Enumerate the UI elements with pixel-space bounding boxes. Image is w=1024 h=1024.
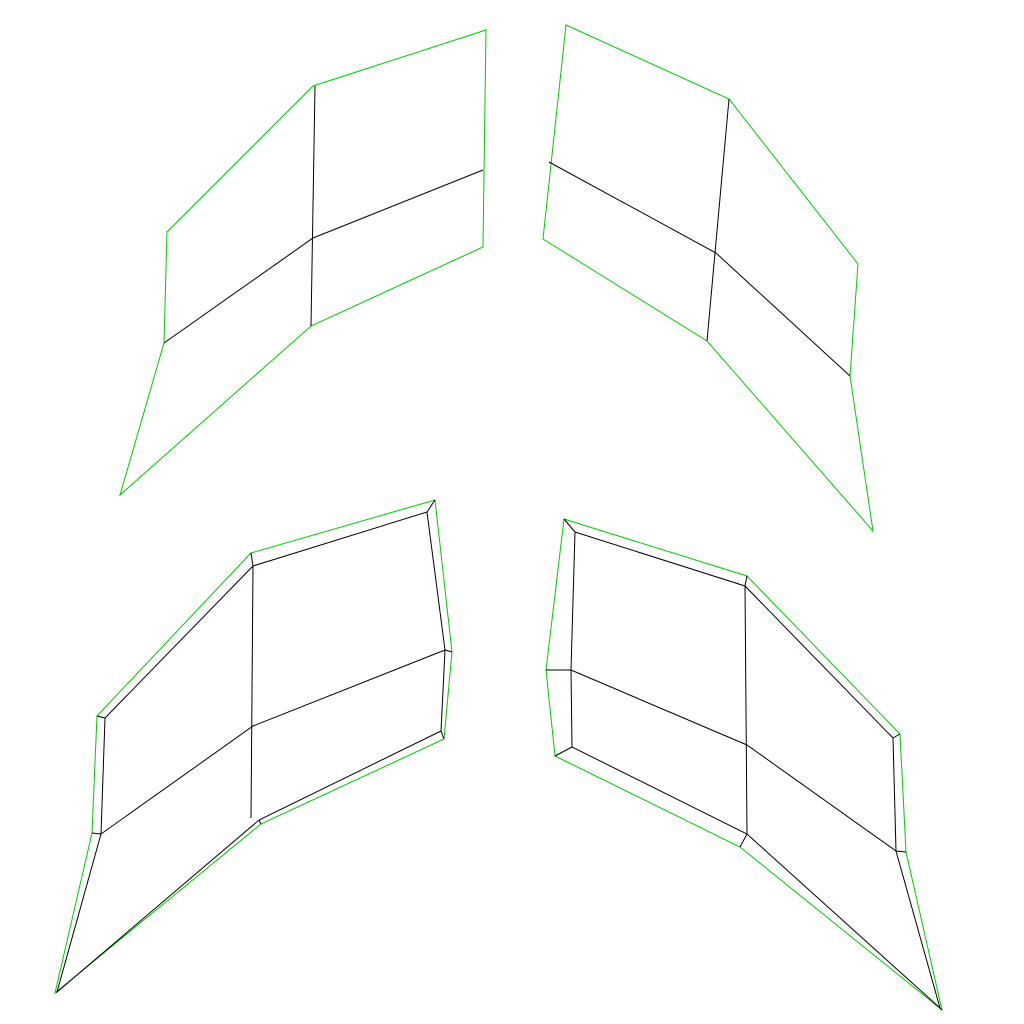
panel-bottom-left [54,499,453,995]
panel-top-left-vertical-line [310,85,316,327]
panel-bottom-right [545,518,943,1012]
panel-bottom-right-connectors [546,518,943,1011]
panel-top-left-outline [119,29,487,497]
panel-top-right-vertical-line [706,98,730,342]
panel-top-right-outline [542,24,874,533]
panel-top-left [119,29,487,497]
panel-bottom-left-connectors [91,499,453,835]
panel-bottom-right-vertical-line [744,585,748,835]
panel-bottom-left-horizontal-line [100,649,446,835]
panel-top-right-horizontal-line [548,161,851,377]
panel-top-right [542,24,874,533]
panel-bottom-right-horizontal-line [570,669,897,852]
panel-bottom-left-vertical-line [250,565,254,819]
panel-top-left-horizontal-line [163,169,484,344]
